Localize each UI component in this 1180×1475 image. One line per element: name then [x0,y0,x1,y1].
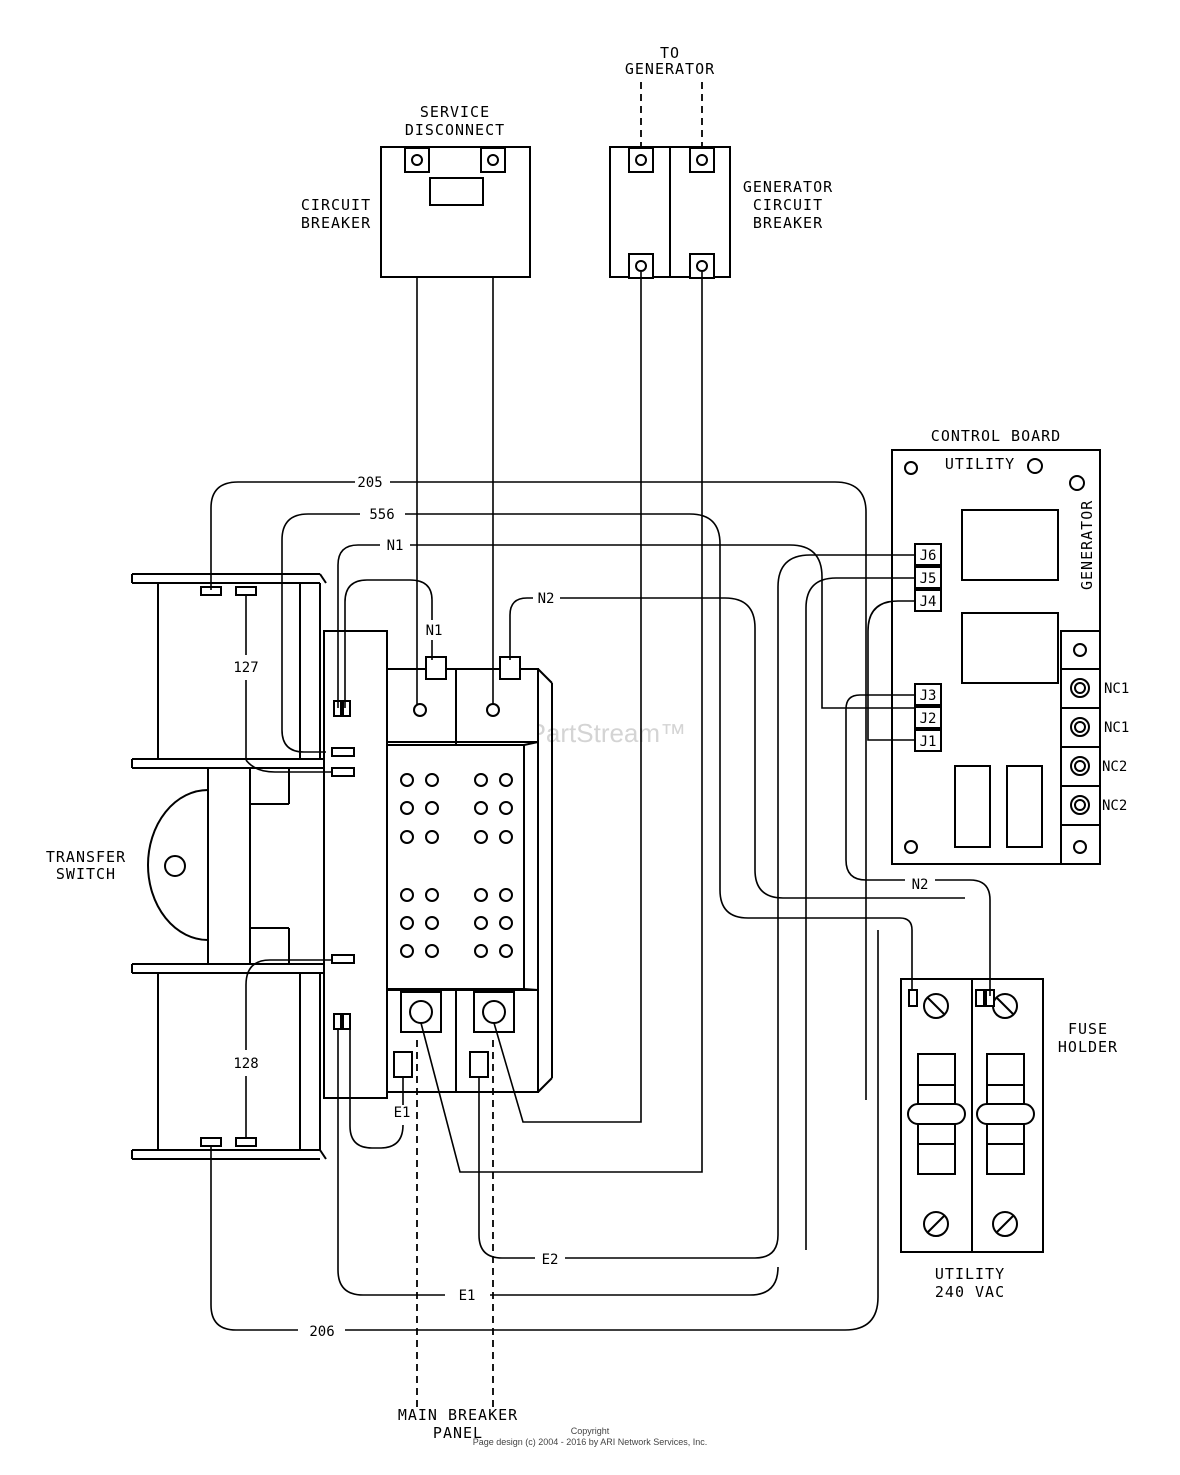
wire-206-label: 206 [309,1324,334,1340]
gen-cb-label-2: CIRCUIT [753,196,823,214]
wire-205-label: 205 [357,475,382,491]
wire-128-label: 128 [233,1056,258,1072]
utility-label: UTILITY [945,455,1015,473]
fuse-holder [900,978,1044,1253]
transfer-switch [131,573,328,1160]
transfer-switch-label-1: TRANSFER [46,848,126,866]
wire-n1-lug-label: N1 [426,623,443,639]
terminal-nc2-b: NC2 [1102,798,1127,814]
connector-j3: J3 [920,688,937,704]
circuit-breaker-label-1: CIRCUIT [301,196,371,214]
copyright-line-1: Copyright [571,1426,610,1436]
utility-240-label-2: 240 VAC [935,1283,1005,1301]
switch-body [323,630,553,1099]
wires [210,272,991,1408]
connector-j4: J4 [920,594,937,610]
wire-e2-label: E2 [542,1252,559,1268]
main-breaker-label-2: PANEL [433,1424,483,1442]
utility-240-label-1: UTILITY [935,1265,1005,1283]
terminal-nc1-a: NC1 [1104,681,1129,697]
fuse-holder-label-2: HOLDER [1058,1038,1118,1056]
wire-n2-top-label: N2 [538,591,555,607]
service-disconnect-label-1: SERVICE [420,103,490,121]
main-breaker-label-1: MAIN BREAKER [398,1406,518,1424]
connector-j1: J1 [920,734,937,750]
control-board-label: CONTROL BOARD [931,427,1061,445]
wire-e1-lug-label: E1 [394,1105,411,1121]
fuse-holder-label-1: FUSE [1068,1020,1108,1038]
transfer-switch-label-2: SWITCH [56,865,116,883]
connector-j5: J5 [920,571,937,587]
connector-j6: J6 [920,548,937,564]
control-board [891,449,1101,865]
service-disconnect-breaker [380,146,531,278]
connector-j2: J2 [920,711,937,727]
generator-vertical-label: GENERATOR [1078,500,1096,590]
generator-circuit-breaker [609,146,731,279]
gen-cb-label-1: GENERATOR [743,178,833,196]
wire-556-label: 556 [369,507,394,523]
gen-cb-label-3: BREAKER [753,214,823,232]
copyright-line-2: Page design (c) 2004 - 2016 by ARI Netwo… [473,1437,708,1447]
terminal-nc2-a: NC2 [1102,759,1127,775]
service-disconnect-label-2: DISCONNECT [405,121,505,139]
circuit-breaker-label-2: BREAKER [301,214,371,232]
to-generator-label-2: GENERATOR [625,60,715,78]
wire-n1-top-label: N1 [387,538,404,554]
wire-127-label: 127 [233,660,258,676]
wire-n2-low-label: N2 [912,877,929,893]
to-generator-label-1: TO [660,44,680,62]
terminal-nc1-b: NC1 [1104,720,1129,736]
wire-e1-bottom-label: E1 [459,1288,476,1304]
